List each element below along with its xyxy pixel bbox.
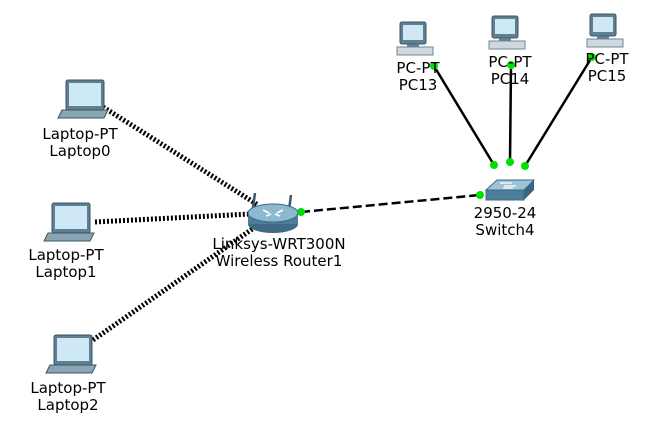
link-pc15-switch[interactable] [523,56,594,167]
device-model: 2950-24 [473,204,537,222]
laptop1-icon[interactable] [43,202,95,242]
wireless-link-laptop2 [91,222,260,343]
pc13-label: PC-PT PC13 [396,60,439,94]
link-status-lights [297,53,596,216]
status-light [506,158,514,166]
status-light [507,61,515,69]
status-light [588,53,596,61]
device-model: Laptop-PT [30,379,106,397]
router-label: Linksys-WRT300N Wireless Router1 [212,236,345,270]
switch-label: 2950-24 Switch4 [474,205,537,239]
pc13-icon[interactable] [396,21,434,56]
laptop2-icon[interactable] [45,334,97,374]
pc15-label: PC-PT PC15 [585,51,628,85]
wireless-link-laptop0 [101,104,260,208]
laptop0-icon[interactable] [57,79,109,119]
status-light [430,62,438,70]
pc14-icon[interactable] [488,15,526,50]
status-light [490,161,498,169]
laptop0-label: Laptop-PT Laptop0 [42,126,117,160]
wireless-router-icon[interactable] [247,192,299,233]
link-router-switch[interactable] [300,193,481,214]
laptop1-label: Laptop-PT Laptop1 [28,247,103,281]
wireless-links [91,104,260,343]
device-model: PC-PT [488,53,532,71]
switch-icon[interactable] [484,179,536,201]
pc15-icon[interactable] [586,13,624,48]
device-name: Laptop2 [37,396,99,414]
device-model: PC-PT [585,50,629,68]
device-name: Switch4 [475,221,535,239]
device-model: Linksys-WRT300N [212,235,346,253]
device-name: Laptop1 [35,263,97,281]
pc14-label: PC-PT PC14 [488,54,531,88]
link-pc13-switch[interactable] [432,65,496,166]
wireless-link-laptop1 [94,211,251,225]
device-model: PC-PT [396,59,440,77]
status-light [297,208,305,216]
device-model: Laptop-PT [28,246,104,264]
device-name: PC15 [587,67,627,85]
device-model: Laptop-PT [42,125,118,143]
device-name: Wireless Router1 [215,252,343,270]
device-name: Laptop0 [49,142,111,160]
laptop2-label: Laptop-PT Laptop2 [30,380,105,414]
link-pc14-switch[interactable] [508,64,513,163]
device-name: PC14 [490,70,530,88]
status-light [521,162,529,170]
device-name: PC13 [398,76,438,94]
status-light [476,191,484,199]
